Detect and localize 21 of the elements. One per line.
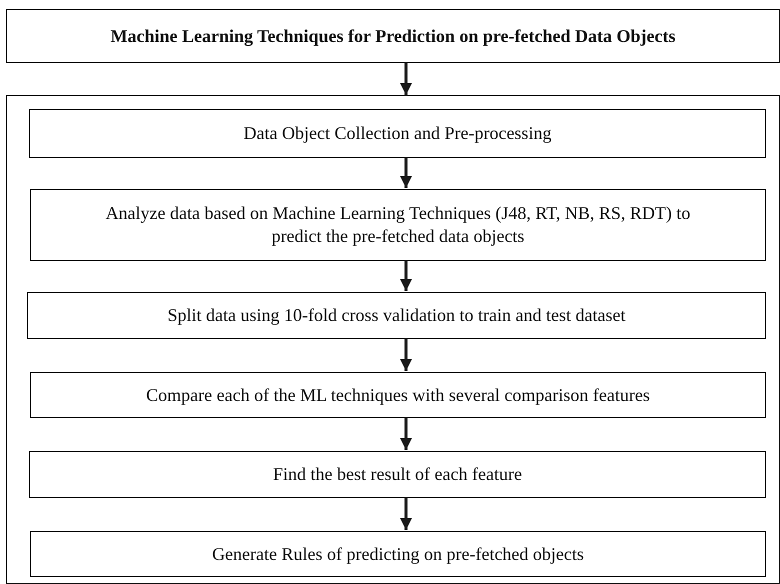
arrow	[400, 497, 412, 530]
step-text: Compare each of the ML techniques with several comparison features	[146, 384, 650, 406]
arrow	[400, 157, 412, 188]
container-box	[6, 95, 780, 584]
arrow	[400, 338, 412, 371]
step-text: Analyze data based on Machine Learning Techniques (J48, RT, NB, RS, RDT) to predict the pre-fetched data objects	[104, 202, 692, 248]
process-box	[30, 189, 766, 261]
step-text: Find the best result of each feature	[273, 463, 522, 486]
step-text: Split data using 10-fold cross validation to train and test dataset	[168, 304, 626, 327]
arrow	[400, 260, 412, 291]
arrow	[400, 63, 412, 95]
arrow	[400, 417, 412, 450]
step-text: Generate Rules of predicting on pre-fetched objects	[212, 542, 584, 566]
process-box	[29, 109, 766, 158]
step-text: Data Object Collection and Pre-processing	[244, 122, 552, 145]
process-box	[27, 292, 766, 339]
process-box	[30, 531, 766, 577]
process-box	[29, 451, 766, 498]
heading-text: Machine Learning Techniques for Prediction on pre-fetched Data Objects	[110, 24, 676, 48]
process-box	[30, 372, 766, 418]
title-box	[6, 9, 780, 63]
